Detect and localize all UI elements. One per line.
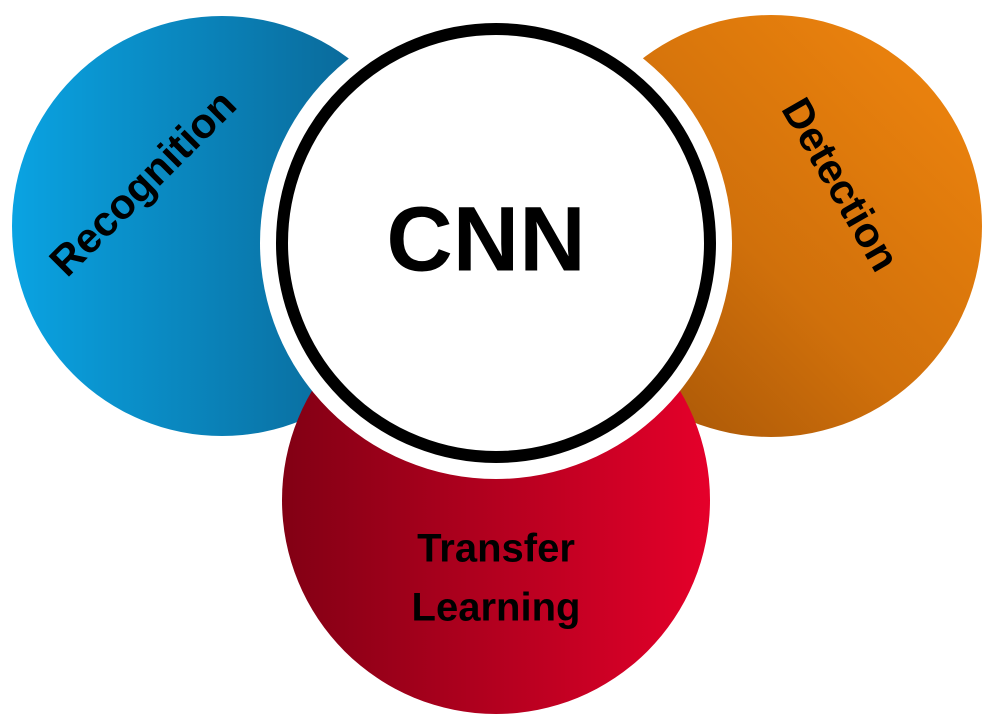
center-label: CNN [386, 188, 585, 290]
center-ring [276, 23, 716, 463]
transfer-learning-label-line1: Transfer [417, 527, 575, 571]
transfer-learning-label-line2: Learning [412, 586, 581, 630]
center-node: CNN [260, 7, 732, 479]
